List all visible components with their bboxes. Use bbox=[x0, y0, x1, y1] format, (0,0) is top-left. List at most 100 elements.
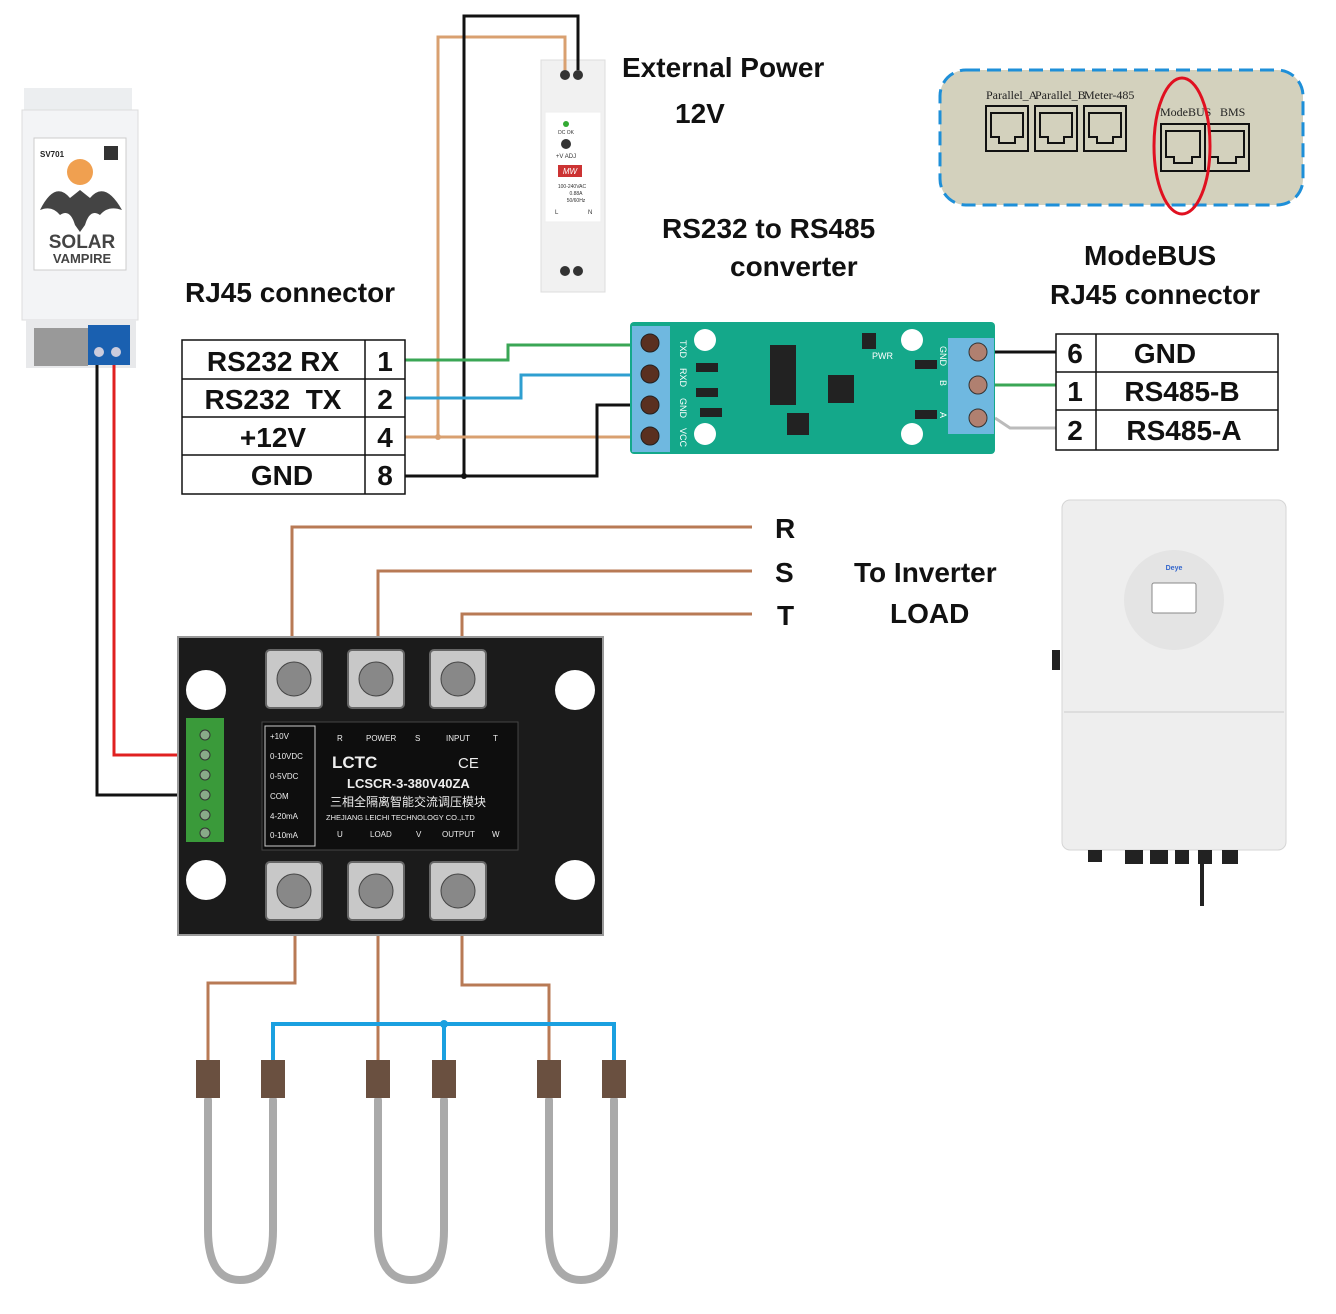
pin-label: B bbox=[938, 380, 948, 386]
wire-phase-r bbox=[290, 525, 752, 640]
highlight-circle bbox=[1152, 76, 1212, 216]
port-label: Parallel_B bbox=[1035, 88, 1086, 102]
pin-label: RXD bbox=[678, 368, 688, 388]
table-cell-pin: 6 bbox=[1067, 338, 1083, 369]
power-supply: DC OK +V ADJ MW 100-240VAC 0.88A 50/60Hz… bbox=[540, 59, 606, 293]
converter-title: converter bbox=[730, 251, 858, 282]
ssr-load-label: LOAD bbox=[370, 830, 392, 839]
rs232-rs485-converter: TXD RXD GND VCC GND B A PWR bbox=[630, 322, 995, 454]
pin-label: A bbox=[938, 412, 948, 418]
ssr-input-label: 0-10VDC bbox=[270, 752, 303, 761]
inverter: Deye bbox=[1052, 499, 1287, 906]
sun-icon bbox=[67, 159, 93, 185]
wire-load-w bbox=[460, 925, 551, 1062]
ssr-brand: LCTC bbox=[332, 753, 377, 772]
heater-element bbox=[537, 1060, 626, 1285]
psu-label: +V ADJ bbox=[556, 154, 576, 160]
ssr-input-title: INPUT bbox=[446, 734, 470, 743]
psu-logo: MW bbox=[563, 167, 579, 176]
chip-u8 bbox=[828, 375, 854, 403]
load-label: LOAD bbox=[890, 598, 969, 629]
psu-label: 0.88A bbox=[569, 191, 583, 197]
table-cell-signal: RS232 TX bbox=[205, 384, 342, 415]
wire-control-signal bbox=[112, 365, 190, 757]
ssr-terminal-v: V bbox=[416, 830, 422, 839]
ssr-voltage-regulator: +10V 0-10VDC 0-5VDC COM 4-20mA 0-10mA R … bbox=[177, 636, 604, 936]
inverter-port-panel: Parallel_A Parallel_B Meter-485 ModeBUS … bbox=[938, 68, 1305, 216]
wire-load-u bbox=[206, 925, 297, 1062]
port-label: Parallel_A bbox=[986, 88, 1038, 102]
adjust-knob[interactable] bbox=[561, 139, 571, 149]
solar-vampire-controller: SV701 SOLAR VAMPIRE bbox=[21, 88, 139, 368]
ce-mark: CE bbox=[458, 755, 479, 772]
rj45-pin-table: RS232 RX 1 RS232 TX 2 +12V 4 GND 8 bbox=[181, 339, 406, 495]
rj45-left-title: RJ45 connector bbox=[185, 277, 395, 308]
rj45-port-icon bbox=[1034, 105, 1078, 152]
bat-icon bbox=[40, 190, 122, 232]
pin-label: GND bbox=[678, 398, 688, 419]
controller-model: SV701 bbox=[40, 150, 65, 159]
psu-label: L bbox=[555, 210, 559, 216]
chip-u9 bbox=[787, 413, 809, 435]
psu-label: 50/60Hz bbox=[567, 198, 586, 204]
ssr-input-label: COM bbox=[270, 792, 289, 801]
ssr-input-label: +10V bbox=[270, 732, 290, 741]
ssr-terminal-r: R bbox=[337, 734, 343, 743]
inverter-display bbox=[1151, 582, 1197, 614]
voltage-label: 12V bbox=[675, 98, 725, 129]
rj45-port-icon bbox=[1204, 123, 1250, 172]
ssr-model: LCSCR-3-380V40ZA bbox=[347, 776, 470, 791]
heating-elements bbox=[196, 1060, 626, 1285]
table-cell-pin: 2 bbox=[377, 384, 393, 415]
heater-element bbox=[196, 1060, 285, 1285]
wire-gnd-psu bbox=[462, 14, 580, 476]
ssr-power-label: POWER bbox=[366, 734, 396, 743]
pin-label: GND bbox=[938, 346, 948, 367]
ssr-terminal-t: T bbox=[493, 734, 498, 743]
rj45-port-icon bbox=[985, 105, 1029, 152]
wire-12v-psu bbox=[436, 35, 567, 437]
pin-label: VCC bbox=[678, 428, 688, 448]
external-power-label: External Power bbox=[622, 52, 824, 83]
ssr-terminal-w: W bbox=[492, 830, 500, 839]
port-label: BMS bbox=[1220, 105, 1245, 119]
modbus-title: ModeBUS bbox=[1084, 240, 1216, 271]
psu-label: DC OK bbox=[558, 130, 575, 136]
port-label: ModeBUS bbox=[1160, 105, 1211, 119]
ssr-description: 三相全隔离智能交流调压模块 bbox=[330, 794, 486, 809]
brand-text: VAMPIRE bbox=[53, 251, 112, 266]
ssr-input-label: 0-10mA bbox=[270, 831, 299, 840]
table-cell-signal: RS232 RX bbox=[207, 346, 340, 377]
brand-text: SOLAR bbox=[49, 232, 116, 253]
port-label: Meter-485 bbox=[1084, 88, 1134, 102]
modbus-pin-table: 6 GND 1 RS485-B 2 RS485-A bbox=[1055, 333, 1279, 451]
ssr-input-label: 4-20mA bbox=[270, 812, 299, 821]
chip-u7 bbox=[770, 345, 796, 405]
converter-title: RS232 to RS485 bbox=[662, 213, 875, 244]
qr-code-icon bbox=[104, 146, 118, 160]
table-cell-pin: 8 bbox=[377, 460, 393, 491]
table-cell-signal: RS485-B bbox=[1124, 376, 1239, 407]
wire-phase-t bbox=[460, 612, 752, 640]
wire-control-gnd bbox=[95, 365, 190, 797]
ssr-company: ZHEJIANG LEICHI TECHNOLOGY CO.,LTD bbox=[326, 813, 475, 822]
wire-rx bbox=[405, 343, 632, 362]
psu-label: N bbox=[588, 210, 592, 216]
ssr-terminal-u: U bbox=[337, 830, 343, 839]
table-cell-pin: 1 bbox=[377, 346, 393, 377]
table-cell-signal: GND bbox=[1134, 338, 1196, 369]
wire-phase-s bbox=[376, 569, 752, 640]
phase-t-label: T bbox=[777, 600, 794, 631]
table-cell-signal: RS485-A bbox=[1126, 415, 1241, 446]
pwr-label: PWR bbox=[872, 351, 893, 361]
heater-element bbox=[366, 1060, 456, 1285]
wire-gnd bbox=[405, 403, 632, 478]
pin-label: TXD bbox=[678, 340, 688, 359]
ssr-output-label: OUTPUT bbox=[442, 830, 475, 839]
table-cell-pin: 2 bbox=[1067, 415, 1083, 446]
phase-r-label: R bbox=[775, 513, 795, 544]
ssr-input-label: 0-5VDC bbox=[270, 772, 299, 781]
terminal-block bbox=[88, 325, 130, 365]
table-cell-signal: +12V bbox=[240, 422, 306, 453]
wire-485-a bbox=[994, 416, 1056, 430]
